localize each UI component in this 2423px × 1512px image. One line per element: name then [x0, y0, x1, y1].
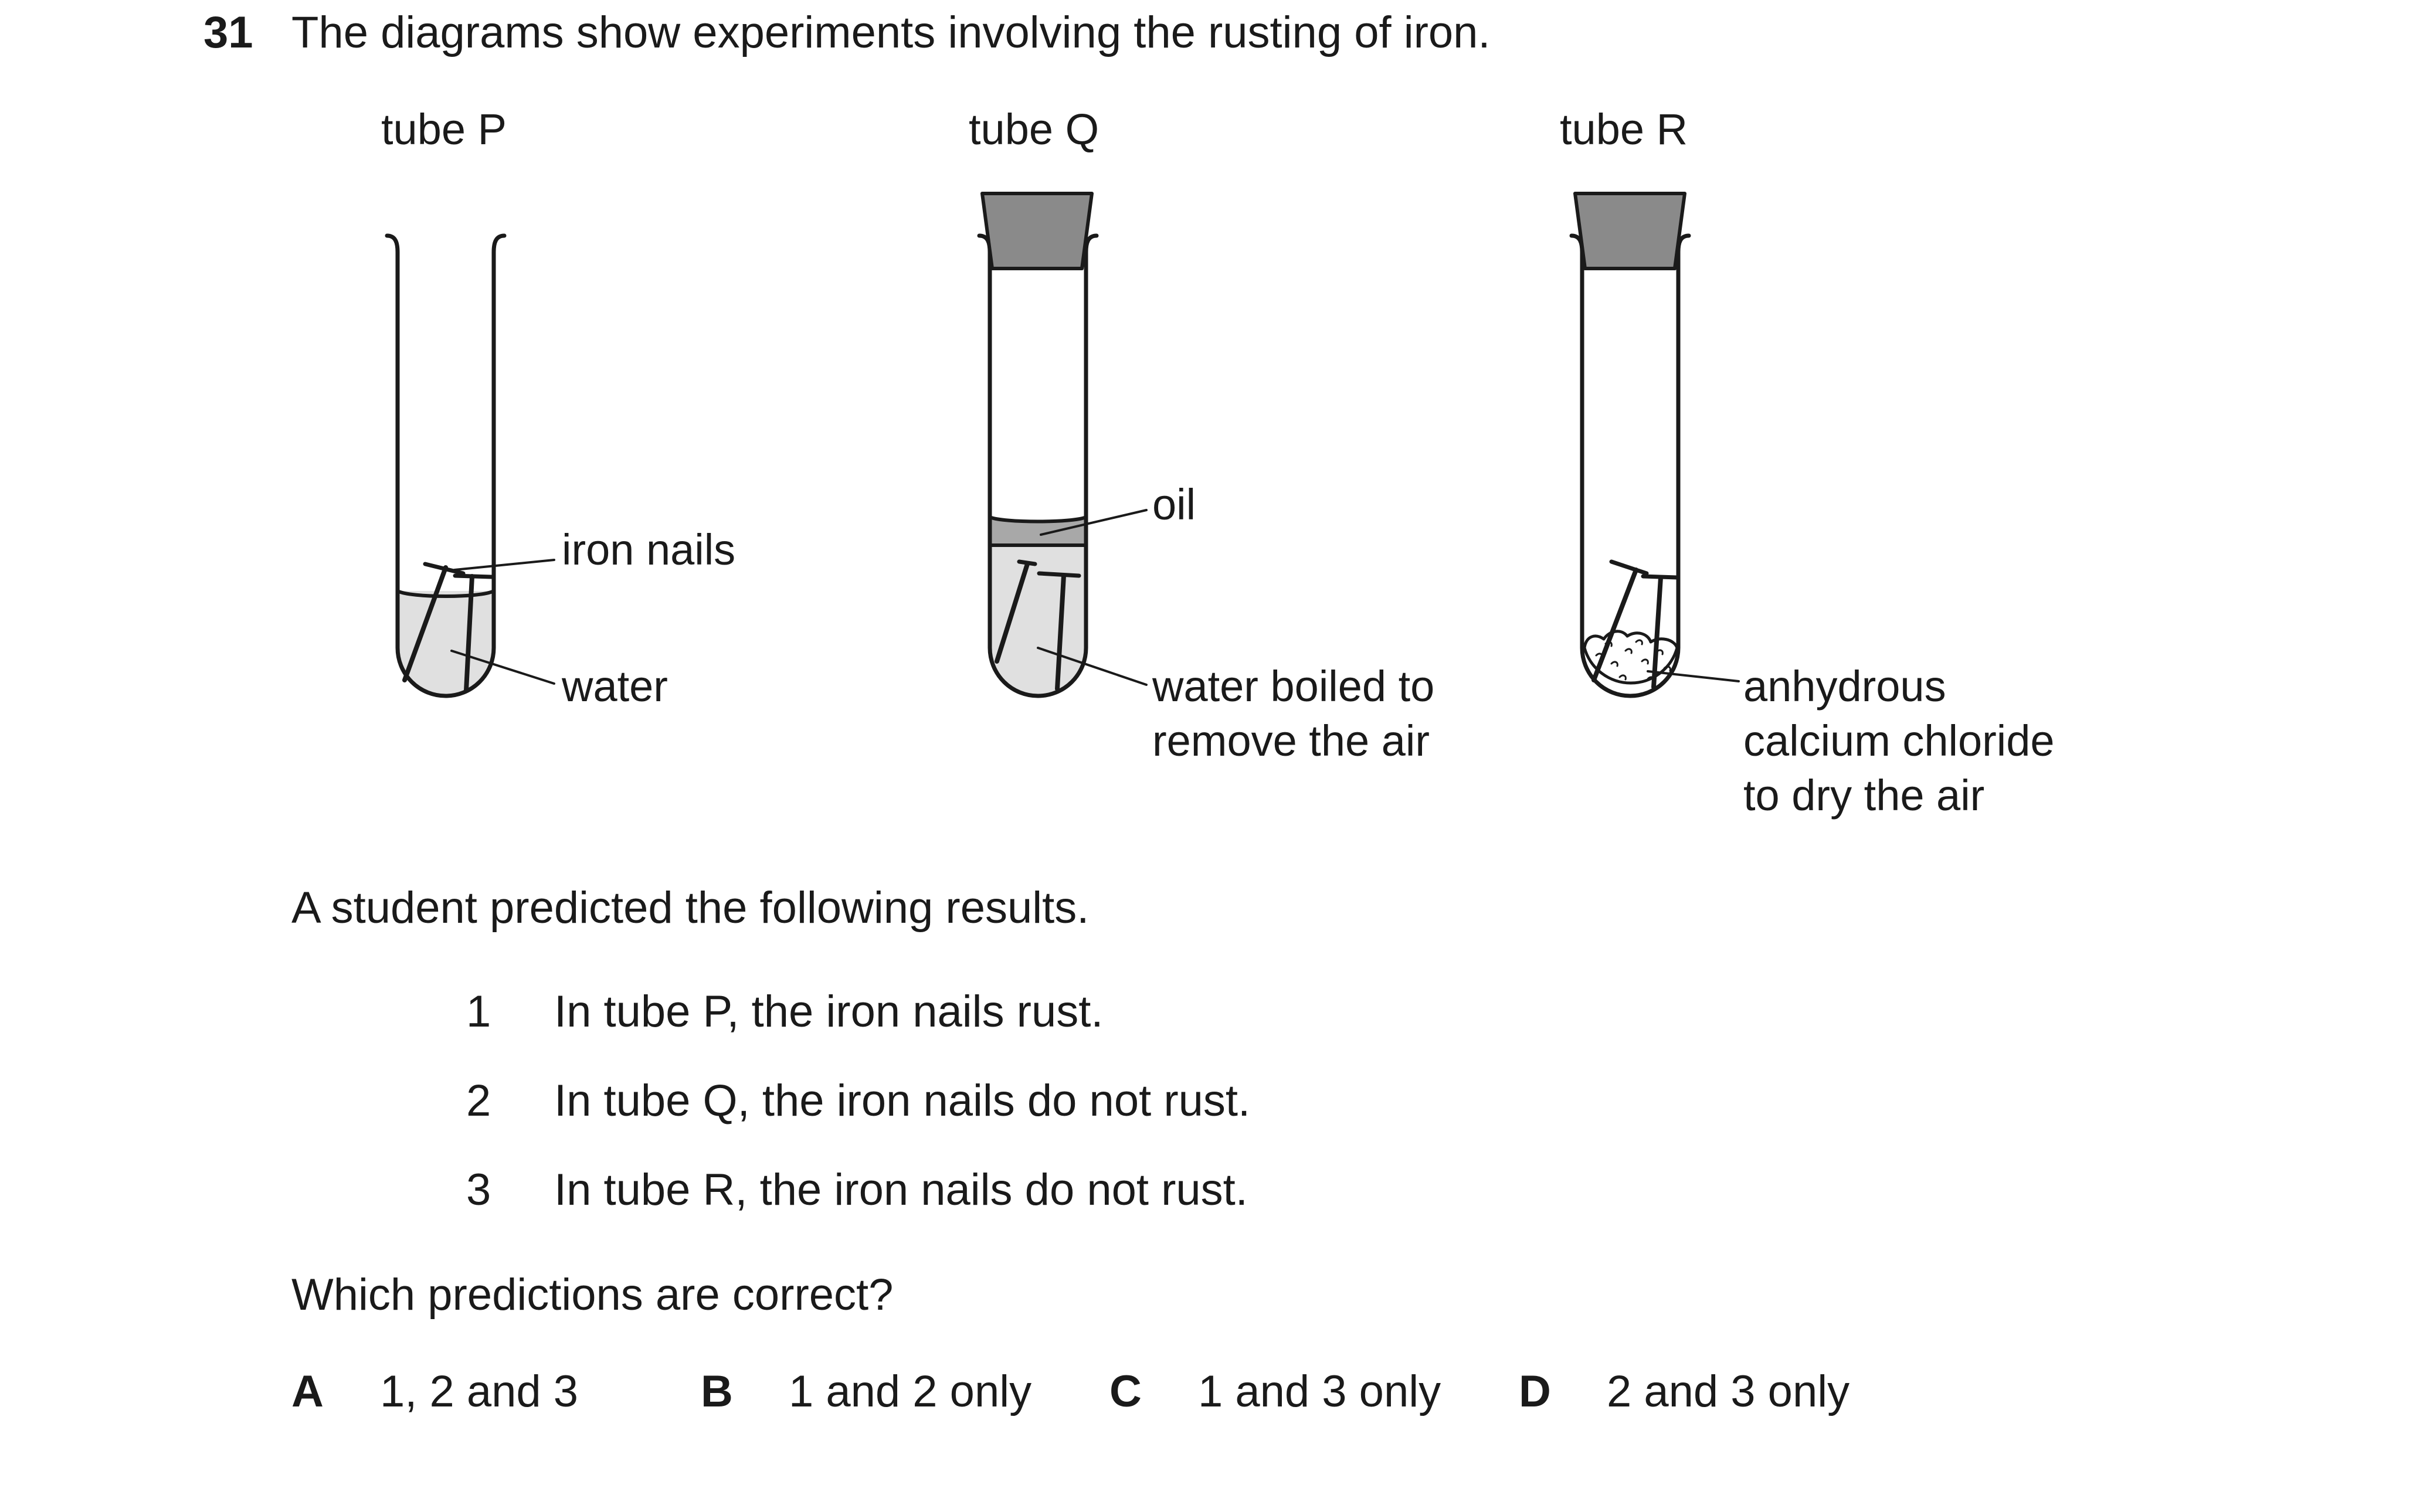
leader-iron-nails — [453, 559, 555, 571]
question-number: 31 — [203, 8, 253, 57]
prediction-text: In tube P, the iron nails rust. — [554, 987, 1104, 1037]
label-calcium-line2: calcium chloride — [1743, 716, 2055, 765]
tube-q-water — [990, 545, 1086, 696]
tube-r — [1569, 192, 1740, 698]
tube-r-nails — [1591, 559, 1679, 689]
option-a-letter[interactable]: A — [291, 1367, 324, 1416]
option-d-letter[interactable]: D — [1519, 1367, 1551, 1416]
label-iron-nails: iron nails — [562, 525, 736, 574]
tube-r-stopper — [1573, 192, 1686, 270]
prediction-number: 3 — [466, 1165, 491, 1215]
label-calcium-line3: to dry the air — [1743, 771, 1985, 820]
rusting-diagram — [385, 192, 1740, 698]
tube-q-nails — [995, 559, 1081, 691]
label-boiled-water-line1: water boiled to — [1152, 662, 1435, 711]
option-c-letter[interactable]: C — [1109, 1367, 1142, 1416]
label-oil: oil — [1152, 480, 1196, 529]
question-stem: The diagrams show experiments involving … — [291, 8, 1491, 57]
option-c-text[interactable]: 1 and 3 only — [1198, 1367, 1441, 1416]
tube-q — [977, 192, 1148, 698]
prediction-number: 2 — [466, 1076, 491, 1126]
tube-p-nails — [402, 562, 494, 693]
leader-water — [450, 650, 555, 685]
intro-text: A student predicted the following result… — [291, 883, 1090, 933]
label-boiled-water-line2: remove the air — [1152, 716, 1430, 765]
option-b-text[interactable]: 1 and 2 only — [789, 1367, 1032, 1416]
label-calcium-line1: anhydrous — [1743, 662, 1946, 711]
option-a-text[interactable]: 1, 2 and 3 — [380, 1367, 579, 1416]
leader-boiled-water — [1037, 647, 1148, 686]
option-b-letter[interactable]: B — [701, 1367, 733, 1416]
tube-q-label: tube Q — [969, 105, 1099, 154]
prediction-number: 1 — [466, 987, 491, 1037]
tube-r-label: tube R — [1560, 105, 1688, 154]
tube-r-glass — [1569, 233, 1691, 698]
leader-oil — [1040, 509, 1148, 536]
tube-p — [385, 233, 555, 698]
label-water: water — [562, 662, 668, 711]
option-d-text[interactable]: 2 and 3 only — [1607, 1367, 1850, 1416]
tube-r-calcium-chloride — [1583, 630, 1679, 685]
leader-calcium-chloride — [1647, 670, 1740, 682]
question-prompt: Which predictions are correct? — [291, 1270, 894, 1320]
tube-q-stopper — [980, 192, 1094, 270]
tube-p-label: tube P — [381, 105, 507, 154]
tube-p-glass — [385, 233, 507, 698]
prediction-text: In tube Q, the iron nails do not rust. — [554, 1076, 1251, 1126]
prediction-text: In tube R, the iron nails do not rust. — [554, 1165, 1248, 1215]
tube-q-oil — [990, 517, 1086, 545]
